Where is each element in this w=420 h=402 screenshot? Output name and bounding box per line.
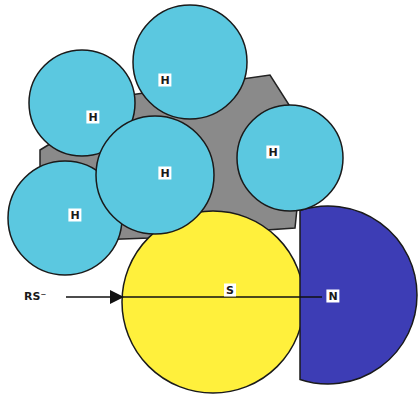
atom-shape — [300, 206, 417, 384]
atom-sphere: N — [238, 205, 418, 385]
atom-shape — [96, 116, 214, 234]
arrow-head — [110, 290, 124, 304]
atom-symbol: H — [86, 111, 99, 124]
atom-sphere: H — [95, 115, 215, 235]
atom-sphere: H — [132, 4, 248, 120]
atom-outline — [236, 104, 344, 212]
atom-outline — [95, 115, 215, 235]
atom-symbol: S — [224, 284, 236, 297]
atom-symbol: H — [158, 167, 171, 180]
atom-symbol: H — [158, 74, 171, 87]
arrow-line — [66, 296, 322, 298]
atom-outline — [132, 4, 248, 120]
atom-sphere: S — [121, 210, 305, 394]
atom-symbol: H — [68, 209, 81, 222]
nucleophile-label: RS⁻ — [22, 290, 48, 303]
atom-symbol: N — [326, 290, 339, 303]
atom-symbol: H — [266, 146, 279, 159]
atom-outline — [121, 210, 305, 394]
atom-shape — [237, 105, 343, 211]
atom-sphere: H — [236, 104, 344, 212]
atom-shape — [133, 5, 247, 119]
atom-shape — [122, 211, 304, 393]
